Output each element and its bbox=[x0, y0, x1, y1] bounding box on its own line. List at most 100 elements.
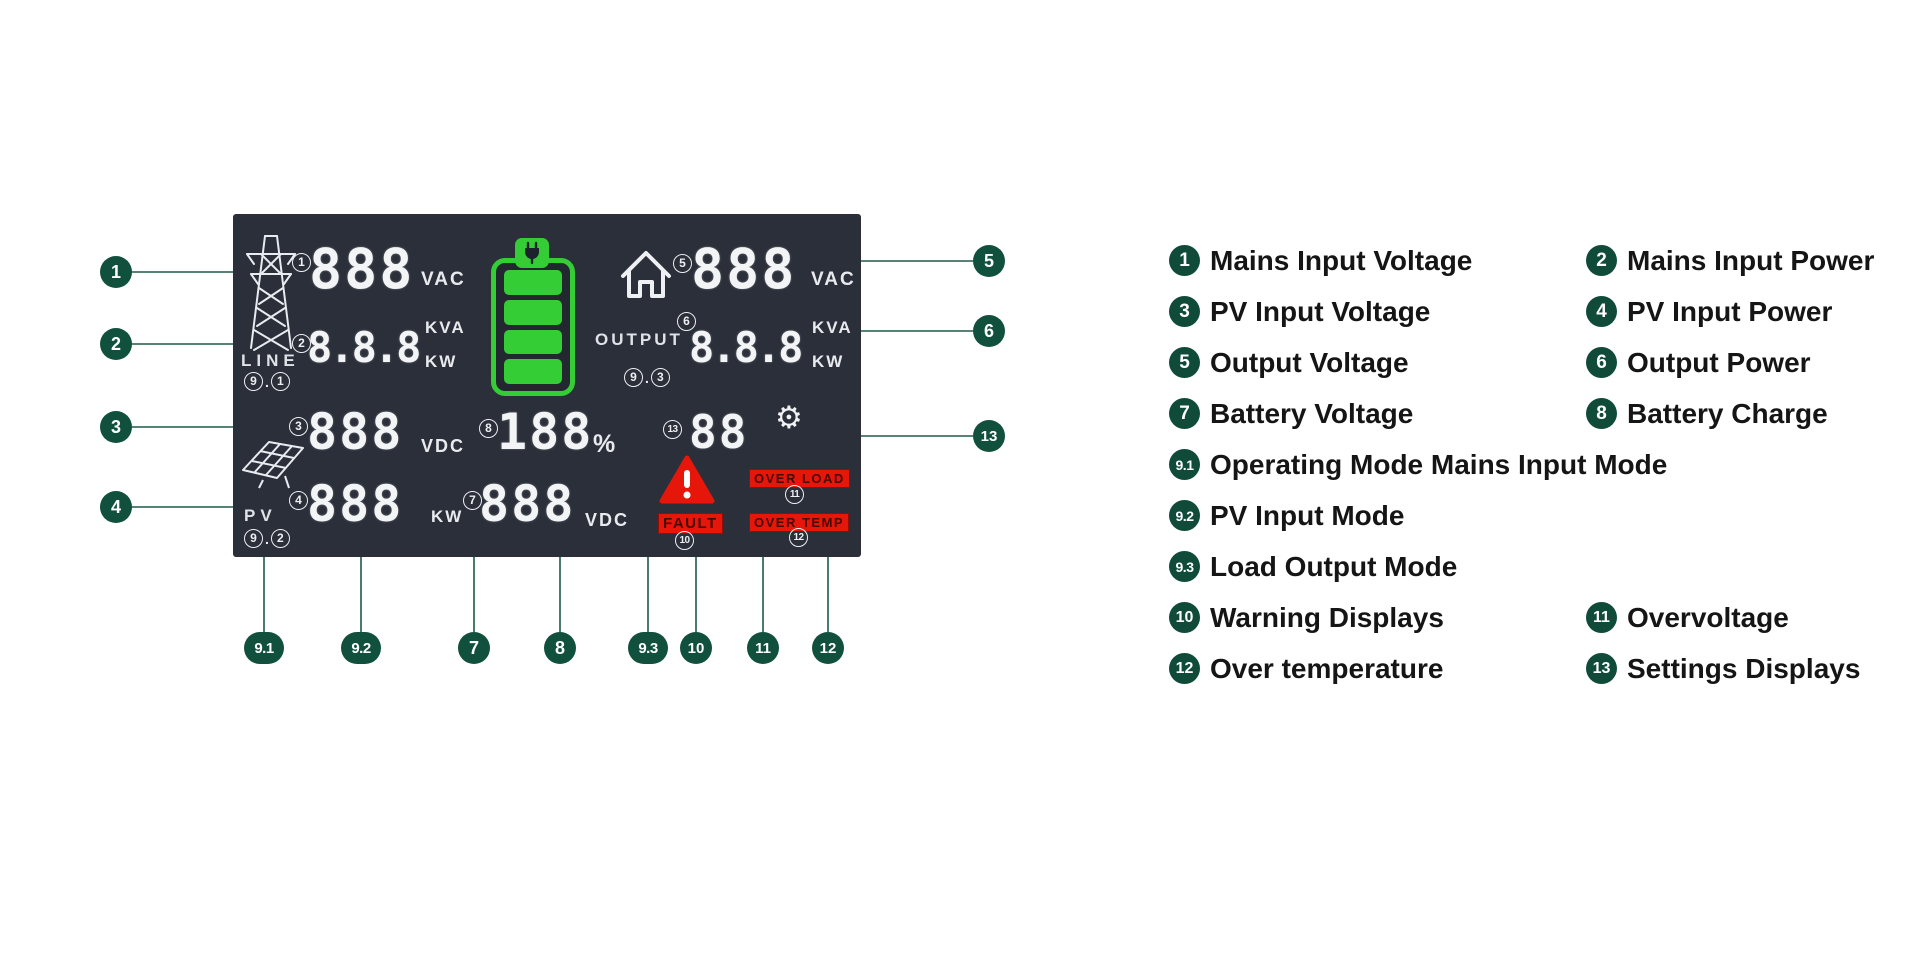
legend-label: Mains Input Power bbox=[1627, 244, 1875, 276]
mode-9-marker: 9 bbox=[244, 529, 263, 548]
pv-voltage-value: 888 bbox=[307, 403, 404, 461]
callout-2: 2 bbox=[100, 328, 132, 360]
gear-icon: ⚙ bbox=[775, 400, 803, 436]
legend-label: PV Input Power bbox=[1627, 295, 1833, 327]
legend-item: 11 Overvoltage bbox=[1586, 592, 1789, 643]
battery-bar bbox=[504, 359, 562, 384]
legend-badge-5: 5 bbox=[1169, 347, 1200, 378]
marker-7: 7 bbox=[463, 491, 482, 510]
pv-section-label: PV bbox=[244, 506, 277, 525]
callout-12: 12 bbox=[812, 632, 844, 664]
callout-3: 3 bbox=[100, 411, 132, 443]
output-power-unit-top: KVA bbox=[812, 318, 853, 337]
callout-9-2: 9.2 bbox=[341, 632, 381, 664]
solar-panel-icon bbox=[242, 441, 304, 489]
settings-value: 88 bbox=[689, 405, 749, 459]
legend-badge-10: 10 bbox=[1169, 602, 1200, 633]
plug-icon bbox=[525, 241, 539, 265]
battery-bar bbox=[504, 329, 562, 355]
legend-row: 12 Over temperature 13 Settings Displays bbox=[1169, 643, 1909, 694]
legend-badge-11: 11 bbox=[1586, 602, 1617, 633]
legend-label: Battery Charge bbox=[1627, 397, 1828, 429]
marker-10: 10 bbox=[675, 531, 694, 550]
marker-13: 13 bbox=[663, 420, 682, 439]
callout-6: 6 bbox=[973, 315, 1005, 347]
legend-item: 7 Battery Voltage bbox=[1169, 388, 1413, 439]
mode-9-marker: 9 bbox=[624, 368, 643, 387]
legend-item: 10 Warning Displays bbox=[1169, 592, 1444, 643]
legend-label: Output Power bbox=[1627, 346, 1811, 378]
battery-charge-value: 188 bbox=[497, 403, 594, 461]
battery-bar bbox=[504, 270, 562, 295]
battery-charge-unit: % bbox=[593, 430, 618, 458]
legend-item: 6 Output Power bbox=[1586, 337, 1811, 388]
output-voltage-unit: VAC bbox=[811, 269, 856, 290]
legend-badge-4: 4 bbox=[1586, 296, 1617, 327]
legend: 1 Mains Input Voltage 2 Mains Input Powe… bbox=[1169, 235, 1909, 694]
legend-badge-8: 8 bbox=[1586, 398, 1617, 429]
legend-label: Warning Displays bbox=[1210, 601, 1444, 633]
pv-voltage-unit: VDC bbox=[421, 436, 466, 456]
legend-item: 8 Battery Charge bbox=[1586, 388, 1828, 439]
battery-level-bars bbox=[491, 258, 575, 396]
mains-mode-indicator: 9.1 bbox=[244, 372, 290, 391]
legend-badge-9-2: 9.2 bbox=[1169, 500, 1200, 531]
output-section-label: OUTPUT bbox=[595, 330, 683, 349]
output-voltage-value: 888 bbox=[691, 237, 797, 301]
marker-12: 12 bbox=[789, 528, 808, 547]
overload-badge: OVER LOAD bbox=[749, 469, 850, 488]
legend-badge-9-1: 9.1 bbox=[1169, 449, 1200, 480]
output-power-value: 8.8.8 bbox=[689, 323, 803, 372]
legend-row: 9.1 Operating Mode Mains Input Mode bbox=[1169, 439, 1909, 490]
legend-row: 1 Mains Input Voltage 2 Mains Input Powe… bbox=[1169, 235, 1909, 286]
legend-badge-9-3: 9.3 bbox=[1169, 551, 1200, 582]
legend-item: 9.2 PV Input Mode bbox=[1169, 490, 1404, 541]
legend-item: 5 Output Voltage bbox=[1169, 337, 1409, 388]
callout-11: 11 bbox=[747, 632, 779, 664]
legend-row: 7 Battery Voltage 8 Battery Charge bbox=[1169, 388, 1909, 439]
mains-voltage-value: 888 bbox=[309, 237, 415, 301]
marker-1: 1 bbox=[292, 253, 311, 272]
callout-5: 5 bbox=[973, 245, 1005, 277]
mains-voltage-unit: VAC bbox=[421, 269, 466, 290]
callout-9-3: 9.3 bbox=[628, 632, 668, 664]
legend-row: 10 Warning Displays 11 Overvoltage bbox=[1169, 592, 1909, 643]
legend-label: Operating Mode Mains Input Mode bbox=[1210, 448, 1668, 480]
callout-10: 10 bbox=[680, 632, 712, 664]
legend-label: Over temperature bbox=[1210, 652, 1444, 684]
marker-8: 8 bbox=[479, 419, 498, 438]
callout-8: 8 bbox=[544, 632, 576, 664]
warning-icon bbox=[659, 455, 715, 504]
legend-item: 1 Mains Input Voltage bbox=[1169, 235, 1472, 286]
mains-power-unit-top: KVA bbox=[425, 318, 466, 337]
marker-11: 11 bbox=[785, 485, 804, 504]
marker-2: 2 bbox=[292, 334, 311, 353]
fault-badge: FAULT bbox=[658, 513, 723, 534]
callout-7: 7 bbox=[458, 632, 490, 664]
mains-power-unit-bottom: KW bbox=[425, 352, 458, 371]
pv-power-value: 888 bbox=[307, 475, 404, 533]
battery-voltage-value: 888 bbox=[479, 475, 576, 533]
pv-mode-indicator: 9.2 bbox=[244, 529, 290, 548]
mode-dot: . bbox=[265, 530, 269, 547]
mode-dot: . bbox=[265, 373, 269, 390]
marker-6: 6 bbox=[677, 312, 696, 331]
battery-voltage-unit: VDC bbox=[585, 510, 630, 530]
legend-label: Settings Displays bbox=[1627, 652, 1861, 684]
mains-power-value: 8.8.8 bbox=[307, 323, 421, 372]
charge-plug-badge bbox=[515, 238, 549, 268]
callout-4: 4 bbox=[100, 491, 132, 523]
legend-row: 5 Output Voltage 6 Output Power bbox=[1169, 337, 1909, 388]
legend-badge-12: 12 bbox=[1169, 653, 1200, 684]
legend-item: 9.3 Load Output Mode bbox=[1169, 541, 1457, 592]
legend-label: Output Voltage bbox=[1210, 346, 1409, 378]
legend-item: 9.1 Operating Mode Mains Input Mode bbox=[1169, 439, 1667, 490]
marker-4: 4 bbox=[289, 491, 308, 510]
marker-5: 5 bbox=[673, 254, 692, 273]
lcd-panel: LINE 1 888 VAC 2 8.8.8 KVA KW 9.1 bbox=[233, 214, 861, 557]
legend-row: 9.3 Load Output Mode bbox=[1169, 541, 1909, 592]
legend-item: 4 PV Input Power bbox=[1586, 286, 1832, 337]
power-tower-icon bbox=[246, 235, 296, 351]
legend-badge-1: 1 bbox=[1169, 245, 1200, 276]
